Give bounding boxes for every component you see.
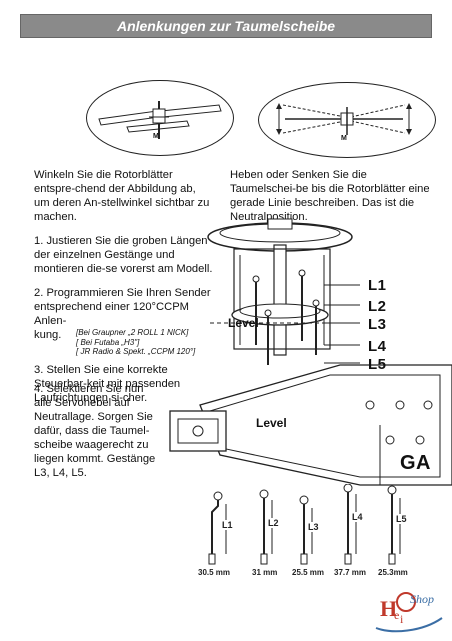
rod-length-L1: 30.5 mm (198, 568, 231, 577)
right-oval-mark: M (341, 135, 347, 142)
rotor-neutral-oval-right: M (258, 82, 436, 158)
brand-partial-text: GA (400, 452, 431, 474)
logo-letter-h: H (380, 596, 398, 621)
note-futaba: [ Bei Futaba „H3"] (76, 337, 140, 347)
note-jr-spektrum: [ JR Radio & Spekt. „CCPM 120°] (76, 347, 196, 356)
rod-length-L3: 25.5 mm (292, 568, 325, 577)
rod-length-L2: 31 mm (252, 568, 278, 577)
heli-shop-logo: H e i Shop (372, 588, 446, 636)
step-4-paragraph: 4. Selektieren Sie nun alle Servohebel a… (34, 383, 156, 479)
rotor-angle-oval-left: M (86, 80, 234, 156)
rod-label-L5: L5 (396, 514, 407, 524)
label-L4: L4 (368, 338, 387, 355)
rod-label-L3: L3 (308, 522, 319, 532)
logo-shop-text: Shop (410, 592, 434, 606)
rod-length-L5: 25.3mm (378, 568, 408, 577)
step-3-paragraph: 3. Stellen Sie eine korrekte Steuerbar-k… (34, 363, 181, 404)
step-2-text: 2. Programmieren Sie Ihren Sender entspr… (34, 287, 211, 327)
rod-label-L1: L1 (222, 520, 233, 530)
logo-swoosh (375, 592, 443, 633)
label-L2: L2 (368, 298, 387, 315)
intro-paragraph: Winkeln Sie die Rotorblätter entspre-che… (34, 169, 210, 223)
right-intro-paragraph: Heben oder Senken Sie die Taumelschei-be… (230, 169, 430, 223)
left-oval-mark: M (153, 133, 159, 140)
step-2-text-end: kung. (34, 329, 62, 341)
label-L3: L3 (368, 316, 387, 333)
helicopter-mechanics-drawing (169, 218, 452, 486)
rod-label-L4: L4 (352, 512, 363, 522)
label-L5: L5 (368, 356, 387, 373)
step-1-paragraph: 1. Justieren Sie die groben Längen der e… (34, 235, 213, 275)
rod-label-L2: L2 (268, 518, 279, 528)
left-text-column: Winkeln Sie die Rotorblätter entspre-che… (34, 168, 214, 415)
rotor-blades-neutral-illustration (276, 103, 412, 135)
step-2-notes: [Bei Graupner „2 ROLL 1 NICK] [ Bei Futa… (76, 328, 195, 357)
logo-letter-i: i (400, 612, 404, 626)
step-2-paragraph: 2. Programmieren Sie Ihren Sender entspr… (34, 286, 214, 357)
page-title: Anlenkungen zur Taumelscheibe (20, 14, 432, 38)
linkage-rods-drawing (208, 484, 401, 565)
label-L1: L1 (368, 277, 387, 294)
logo-letter-e: e (394, 608, 400, 622)
note-graupner: [Bei Graupner „2 ROLL 1 NICK] (76, 328, 189, 337)
rotor-blades-angled-illustration (98, 101, 222, 139)
level-label-left: Level (228, 316, 259, 330)
rod-length-L4: 37.7 mm (334, 568, 367, 577)
level-label-right: Level (256, 416, 287, 430)
